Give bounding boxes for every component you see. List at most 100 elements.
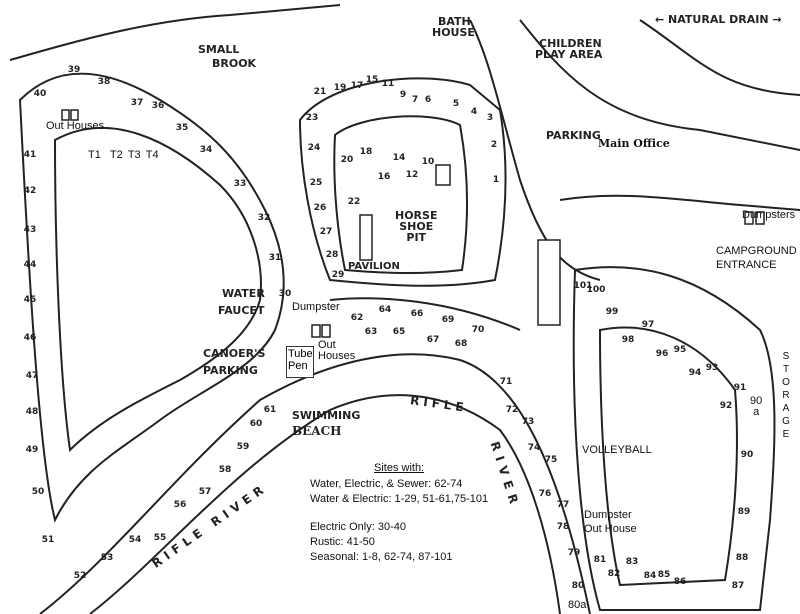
tent-t4: T4 xyxy=(145,149,159,161)
campsite-60: 60 xyxy=(249,419,263,429)
legend-line: Rustic: 41-50 xyxy=(310,536,375,548)
natural-drain-label: ← NATURAL DRAIN → xyxy=(655,13,782,26)
campsite-22: 22 xyxy=(347,197,361,207)
tent-sites: T1 T2 T3 T4 xyxy=(88,150,159,161)
campsite-100: 100 xyxy=(586,285,606,295)
road-east xyxy=(519,19,800,151)
campsite-76: 76 xyxy=(538,489,552,499)
natural-drain-line xyxy=(639,19,800,96)
campsite-90: 90 xyxy=(740,450,754,460)
campsite-51: 51 xyxy=(41,535,55,545)
campsite-33: 33 xyxy=(233,179,247,189)
east-loop-inner xyxy=(598,326,738,587)
campsite-12: 12 xyxy=(405,170,419,180)
dumpster-box xyxy=(755,211,765,225)
campsite-62: 62 xyxy=(350,313,364,323)
campsite-80: 80 xyxy=(571,581,585,591)
rifle-river-bank-1 xyxy=(89,394,561,614)
campsite-75: 75 xyxy=(544,455,558,465)
campsite-87: 87 xyxy=(731,581,745,591)
outhouse-box xyxy=(311,324,321,338)
campsite-56: 56 xyxy=(173,500,187,510)
campsite-71: 71 xyxy=(499,377,513,387)
campsite-16: 16 xyxy=(377,172,391,182)
campsite-37: 37 xyxy=(130,98,144,108)
campsite-88: 88 xyxy=(735,553,749,563)
campsite-25: 25 xyxy=(309,178,323,188)
campsite-10: 10 xyxy=(421,157,435,167)
campsite-24: 24 xyxy=(307,143,321,153)
out-houses-top-label: Out Houses xyxy=(46,120,105,132)
legend-line: Water, Electric, & Sewer: 62-74 xyxy=(310,478,463,490)
campsite-93: 93 xyxy=(705,363,719,373)
south-center-road xyxy=(329,297,521,331)
campsite-17: 17 xyxy=(350,81,364,91)
campsite-49: 49 xyxy=(25,445,39,455)
main-office-label: Main Office xyxy=(598,137,670,150)
campsite-82: 82 xyxy=(607,569,621,579)
campsite-28: 28 xyxy=(325,250,339,260)
north-boundary xyxy=(9,4,341,61)
campsite-61: 61 xyxy=(263,405,277,415)
legend-line: Electric Only: 30-40 xyxy=(310,521,406,533)
campsite-30: 30 xyxy=(278,289,292,299)
campsite-46: 46 xyxy=(23,333,37,343)
tent-t1: T1 xyxy=(88,149,101,161)
campsite-98: 98 xyxy=(621,335,635,345)
parking-label: PARKING xyxy=(546,129,601,142)
legend-line: Water & Electric: 1-29, 51-61,75-101 xyxy=(310,493,489,505)
campsite-84: 84 xyxy=(643,571,657,581)
campsite-70: 70 xyxy=(471,325,485,335)
campsite-41: 41 xyxy=(23,150,37,160)
campsite-23: 23 xyxy=(305,113,319,123)
campsite-94: 94 xyxy=(688,368,702,378)
campsite-18: 18 xyxy=(359,147,373,157)
center-loop-road xyxy=(298,77,507,287)
campsite-6: 6 xyxy=(424,95,432,105)
center-loop-inner xyxy=(333,115,468,275)
campsite-65: 65 xyxy=(392,327,406,337)
campsite-48: 48 xyxy=(25,407,39,417)
campsite-47: 47 xyxy=(25,371,39,381)
campsite-99: 99 xyxy=(605,307,619,317)
campsite-4: 4 xyxy=(470,107,478,117)
campsite-35: 35 xyxy=(175,123,189,133)
campsite-79: 79 xyxy=(567,548,581,558)
campsite-19: 19 xyxy=(333,83,347,93)
campsite-68: 68 xyxy=(454,339,468,349)
campsite-58: 58 xyxy=(218,465,232,475)
campsite-45: 45 xyxy=(23,295,37,305)
campsite-85: 85 xyxy=(657,570,671,580)
legend-title: Sites with: xyxy=(373,462,425,474)
bath-house-building xyxy=(435,164,451,186)
campsite-21: 21 xyxy=(313,87,327,97)
campsite-78: 78 xyxy=(556,522,570,532)
campsite-38: 38 xyxy=(97,77,111,87)
campsite-57: 57 xyxy=(198,487,212,497)
road-entrance xyxy=(559,194,800,211)
east-loop-road xyxy=(572,266,776,611)
campsite-89: 89 xyxy=(737,507,751,517)
volleyball-label: VOLLEYBALL xyxy=(582,444,652,456)
campsite-54: 54 xyxy=(128,535,142,545)
campsite-77: 77 xyxy=(556,500,570,510)
campsite-3: 3 xyxy=(486,113,494,123)
campsite-36: 36 xyxy=(151,101,165,111)
campsite-74: 74 xyxy=(527,443,541,453)
campsite-66: 66 xyxy=(410,309,424,319)
campsite-69: 69 xyxy=(441,315,455,325)
rifle-river-bank-2 xyxy=(39,353,591,614)
campsite-64: 64 xyxy=(378,305,392,315)
outhouse-box xyxy=(321,324,331,338)
